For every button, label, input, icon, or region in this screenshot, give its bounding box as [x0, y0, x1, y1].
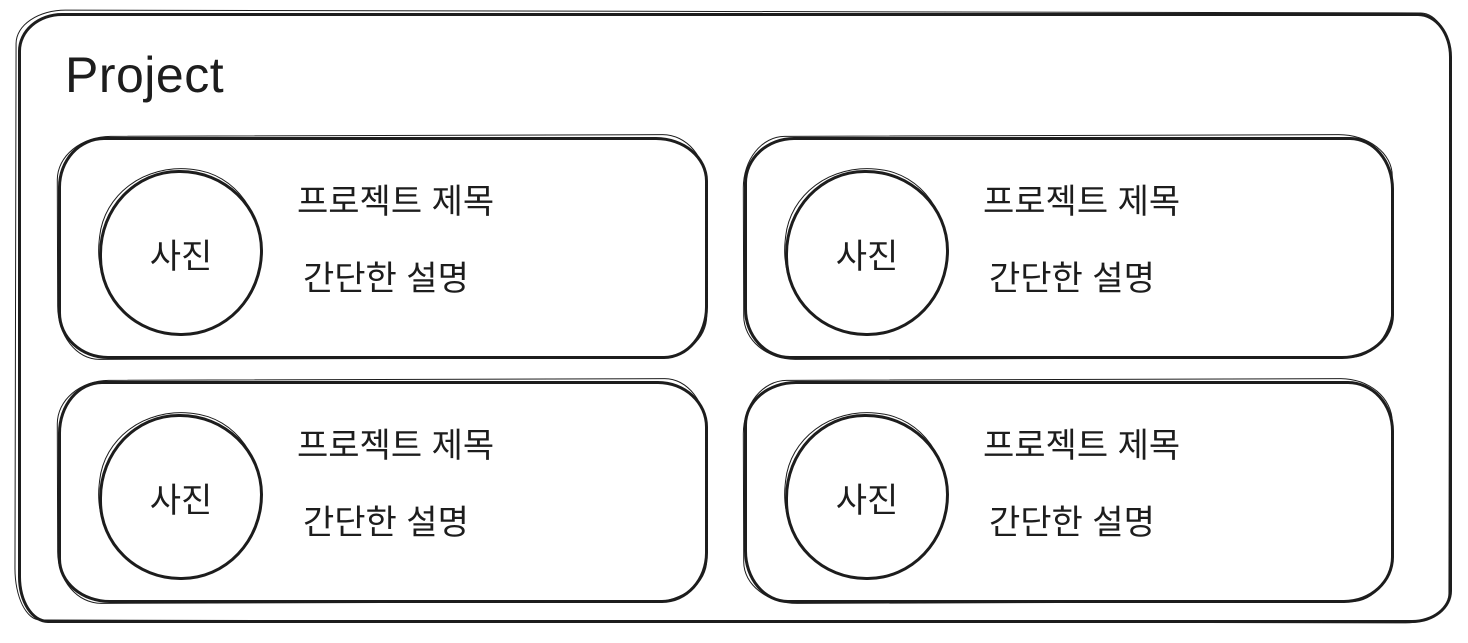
project-title: 프로젝트 제목 — [297, 427, 495, 465]
project-description: 간단한 설명 — [303, 504, 469, 542]
project-card-3[interactable]: 사진 프로젝트 제목 간단한 설명 — [58, 381, 708, 603]
project-title: 프로젝트 제목 — [297, 183, 495, 221]
project-card-2[interactable]: 사진 프로젝트 제목 간단한 설명 — [744, 137, 1394, 359]
project-title: 프로젝트 제목 — [983, 183, 1181, 221]
photo-placeholder-circle: 사진 — [785, 414, 949, 580]
project-description: 간단한 설명 — [989, 504, 1155, 542]
project-card-grid: 사진 프로젝트 제목 간단한 설명 사진 프로젝트 제목 간단한 설명 사진 — [58, 137, 1394, 603]
project-description: 간단한 설명 — [303, 260, 469, 298]
photo-placeholder-label: 사진 — [835, 481, 899, 520]
project-description: 간단한 설명 — [989, 260, 1155, 298]
photo-placeholder-label: 사진 — [149, 237, 213, 276]
card-text-block: 프로젝트 제목 간단한 설명 — [297, 418, 494, 544]
card-text-block: 프로젝트 제목 간단한 설명 — [983, 174, 1180, 300]
card-text-block: 프로젝트 제목 간단한 설명 — [983, 418, 1180, 544]
photo-placeholder-label: 사진 — [835, 237, 899, 276]
photo-placeholder-circle: 사진 — [99, 170, 263, 336]
photo-placeholder-circle: 사진 — [99, 414, 263, 580]
project-card-1[interactable]: 사진 프로젝트 제목 간단한 설명 — [58, 137, 708, 359]
section-title: Project — [65, 47, 225, 103]
project-section-frame: Project 사진 프로젝트 제목 간단한 설명 사진 프로젝트 제목 간단한… — [18, 13, 1452, 623]
project-title: 프로젝트 제목 — [983, 427, 1181, 465]
card-text-block: 프로젝트 제목 간단한 설명 — [297, 174, 494, 300]
photo-placeholder-label: 사진 — [149, 481, 213, 520]
photo-placeholder-circle: 사진 — [785, 170, 949, 336]
project-card-4[interactable]: 사진 프로젝트 제목 간단한 설명 — [744, 381, 1394, 603]
